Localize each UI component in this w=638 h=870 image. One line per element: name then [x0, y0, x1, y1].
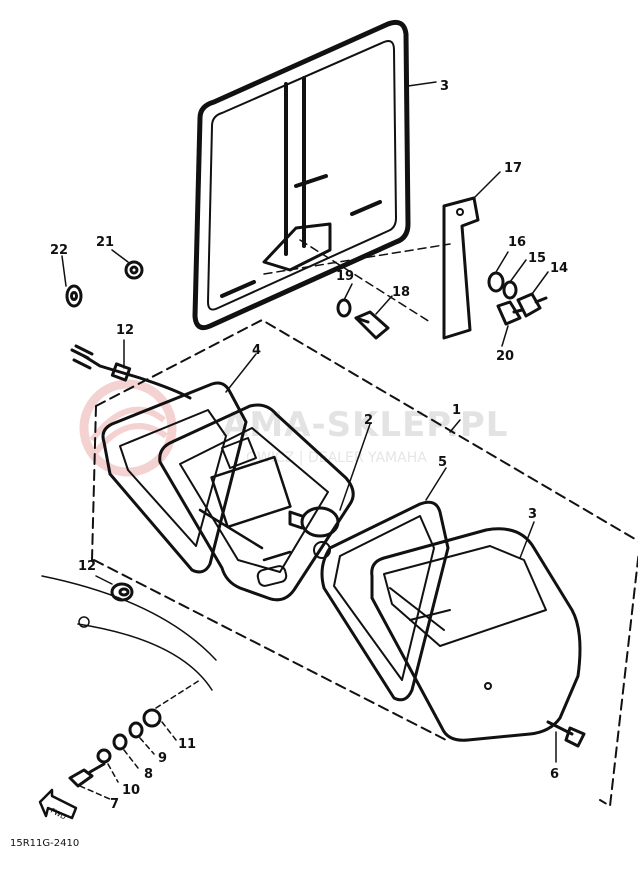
screw-7: [68, 762, 106, 788]
bolt-14: [516, 292, 548, 318]
watermark-logo-swoosh: [89, 406, 168, 454]
callout-c12mid: 12: [78, 559, 96, 574]
leader-17: [473, 171, 501, 199]
washer-19: [336, 298, 352, 318]
bolt-20: [496, 300, 524, 326]
callout-c4: 4: [252, 343, 261, 358]
taillight-base: [158, 403, 355, 602]
fender-edge: [41, 575, 217, 691]
washer-8: [112, 733, 128, 751]
leader-1: [449, 419, 461, 433]
leader-5: [425, 467, 447, 501]
leader-4: [225, 353, 257, 393]
assembly-guide-lines: [263, 239, 451, 323]
bolt-6: [546, 720, 586, 748]
license-plate-bracket: [192, 19, 411, 331]
gasket: [101, 381, 248, 574]
callout-c11: 11: [178, 737, 196, 752]
hole-marker: [78, 616, 90, 628]
callout-c3top: 3: [440, 79, 449, 94]
nut-21: [124, 260, 144, 280]
callout-c21: 21: [96, 235, 114, 250]
spacer-10: [96, 748, 112, 764]
washer-9: [128, 721, 144, 739]
watermark-logo: [79, 379, 177, 477]
callout-c14: 14: [550, 261, 568, 276]
leaders-21-22: [61, 249, 129, 287]
callout-c3lens: 3: [528, 507, 537, 522]
washer-11: [142, 708, 162, 728]
callout-c8: 8: [144, 767, 153, 782]
leader-2: [339, 423, 371, 511]
leader-3-top: [407, 81, 437, 87]
washer-15: [502, 280, 518, 300]
nut-22: [65, 284, 83, 308]
callout-c7: 7: [110, 797, 119, 812]
callout-c16: 16: [508, 235, 526, 250]
callout-c10: 10: [122, 783, 140, 798]
callout-c19: 19: [336, 269, 354, 284]
grommet: [110, 582, 134, 602]
leader-3-lens: [519, 521, 535, 559]
callout-c17: 17: [504, 161, 522, 176]
bolt-18: [354, 310, 390, 340]
callout-c20: 20: [496, 349, 514, 364]
leaders-18-19: [343, 283, 393, 315]
callout-c15: 15: [528, 251, 546, 266]
callout-c1: 1: [452, 403, 461, 418]
wire-harness: [70, 344, 192, 400]
callout-c9: 9: [158, 751, 167, 766]
callout-c5: 5: [438, 455, 447, 470]
fwd-arrow-icon: [38, 788, 78, 820]
lens-gasket: [320, 500, 450, 702]
leaders-7-11: [79, 679, 201, 801]
leader-12-mid: [95, 575, 113, 585]
diagram-code: 15R11G-2410: [10, 838, 79, 849]
fwd-label: FWD: [49, 807, 67, 822]
taillight-lens: [370, 527, 582, 742]
callout-c2: 2: [364, 413, 373, 428]
washer-16: [487, 271, 505, 293]
callout-c18: 18: [392, 285, 410, 300]
mount-bracket: [442, 196, 480, 340]
callout-c12top: 12: [116, 323, 134, 338]
callout-c6: 6: [550, 767, 559, 782]
callout-c22: 22: [50, 243, 68, 258]
leaders-14-16-20: [495, 251, 549, 347]
assembly-outline: [91, 319, 638, 807]
